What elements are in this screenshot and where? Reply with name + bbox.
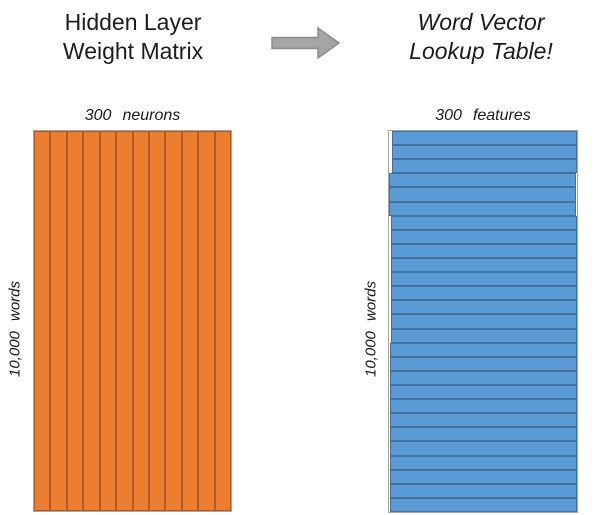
left-rows-count: 10,000 [6,331,24,377]
matrix-column [50,131,67,511]
right-matrix-rows-label: 10,000 words [360,248,382,410]
matrix-row [389,187,576,202]
left-columns-unit: neurons [122,107,181,124]
matrix-row [391,257,577,273]
right-matrix-title-line2: Lookup Table! [409,38,553,64]
right-rows-count: 10,000 [362,331,380,377]
matrix-row [390,356,577,371]
matrix-column [34,131,51,511]
matrix-column [83,131,100,511]
matrix-column [66,131,84,511]
matrix-row [391,243,577,258]
matrix-row [390,455,577,470]
matrix-row [390,413,577,428]
left-matrix-rows-label: 10,000 words [4,248,26,410]
matrix-column [132,131,149,511]
matrix-row [391,272,577,287]
matrix-row [391,300,577,315]
left-columns-count: 300 [84,107,112,124]
left-rows-unit: words [6,281,24,322]
right-rows-unit: words [362,281,380,322]
matrix-row [390,427,577,442]
matrix-row [390,370,577,385]
left-matrix-title-line1: Hidden Layer [64,9,202,35]
left-matrix-title: Hidden Layer Weight Matrix [28,8,238,66]
matrix-row [390,483,577,498]
matrix-row [392,159,577,174]
matrix-row [391,215,577,230]
right-matrix-title-line1: Word Vector [417,9,545,35]
matrix-column [181,131,199,511]
matrix-row [392,145,577,160]
matrix-column [116,131,133,511]
left-matrix-columns-label: 300 neurons [33,103,232,125]
right-columns-unit: features [472,107,531,124]
right-columns-count: 300 [435,107,462,124]
matrix-row [390,342,577,357]
matrix-row [392,131,577,146]
matrix-column [214,131,232,511]
matrix-column [198,131,215,511]
right-matrix-title: Word Vector Lookup Table! [372,8,590,66]
transform-arrow [271,26,341,60]
matrix-row [390,469,577,484]
right-arrow-icon [271,26,341,60]
matrix-row [389,173,576,188]
matrix-row [390,399,577,414]
word-vector-lookup-table [388,130,578,513]
matrix-row [391,328,577,343]
left-matrix-title-line2: Weight Matrix [62,38,204,64]
matrix-column [148,131,166,511]
matrix-row [391,229,577,244]
matrix-row [391,314,577,329]
matrix-row [390,441,577,456]
right-matrix-columns-label: 300 features [388,103,578,125]
matrix-row [390,497,577,512]
matrix-column [165,131,182,511]
matrix-row [390,384,577,400]
matrix-column [99,131,117,511]
matrix-row [389,201,576,216]
hidden-layer-weight-matrix [33,130,232,512]
matrix-row [391,286,577,301]
